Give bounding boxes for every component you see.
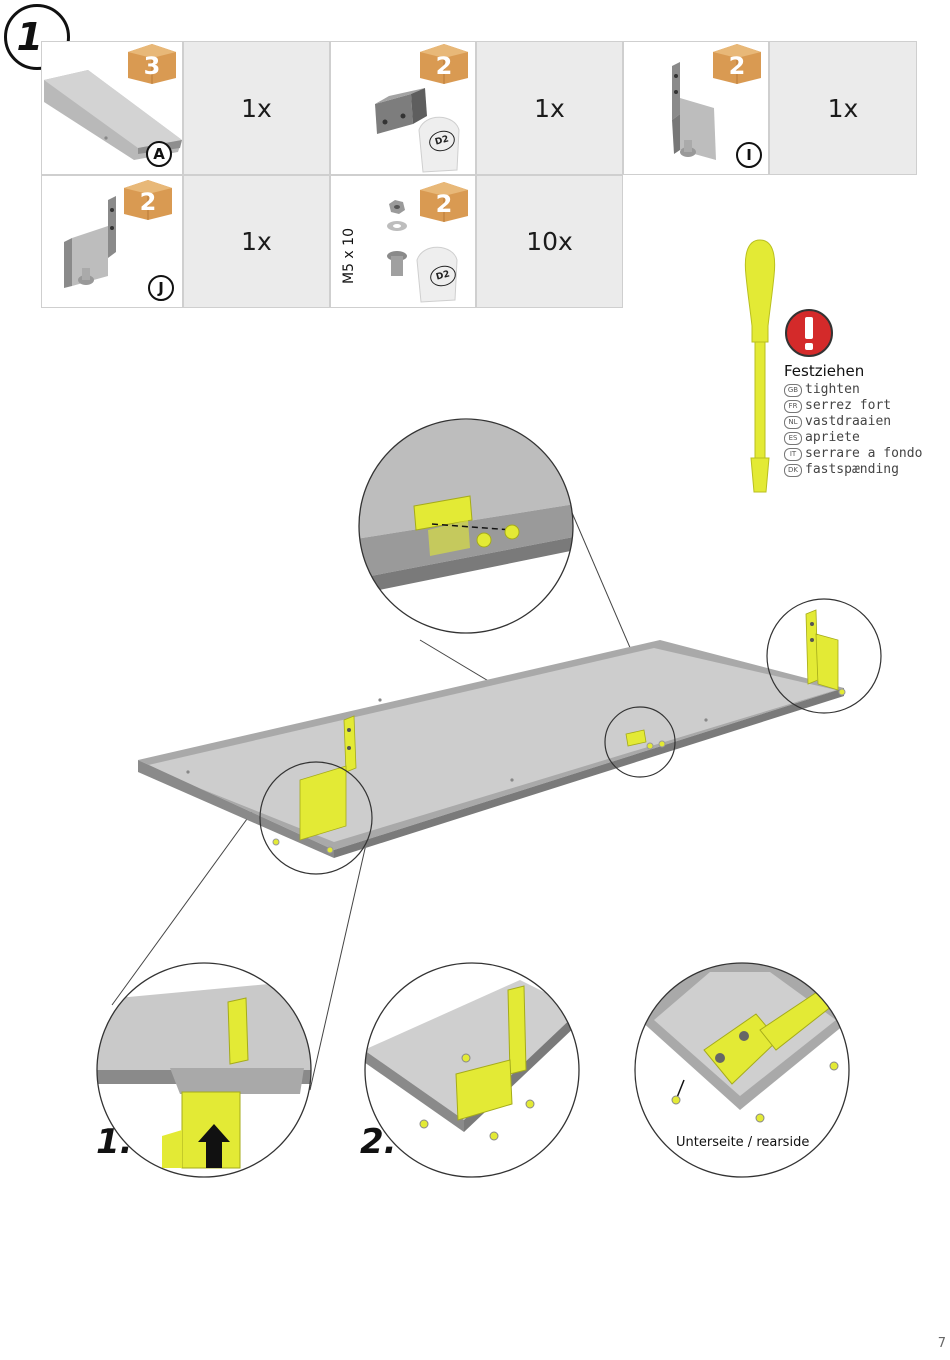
lang-text: fastspænding: [805, 462, 899, 477]
box-icon: 2: [416, 40, 472, 90]
lang-code: DK: [784, 464, 802, 477]
bracket-i-icon: [672, 62, 716, 160]
bracket-d2-part: [625, 729, 666, 750]
callout-circle: [604, 706, 676, 778]
box-icon: 2: [709, 40, 765, 90]
callout-circle: [259, 761, 373, 875]
warning-title: Festziehen: [784, 362, 865, 380]
part-i-qty: 1x: [769, 41, 917, 175]
zoom-detail-step2: [365, 963, 579, 1177]
warning-icon: [785, 309, 833, 357]
lang-text: tighten: [805, 382, 860, 397]
substep-2-number: 2.: [360, 1122, 397, 1162]
box-count: 2: [139, 188, 157, 216]
box-count: 2: [435, 190, 453, 218]
part-letter-j: J: [148, 275, 174, 301]
box-icon: 2: [416, 178, 472, 228]
bracket-icon: [375, 88, 460, 173]
part-screw-image-cell: D2 M5 x 10: [330, 175, 476, 308]
zoom-detail-d2: [359, 419, 573, 633]
part-a-qty: 1x: [183, 41, 330, 175]
substep-1-number: 1.: [96, 1122, 133, 1162]
part-screw-qty: 10x: [476, 175, 623, 308]
box-icon: 3: [124, 40, 180, 90]
box-count: 2: [435, 52, 453, 80]
lang-code: FR: [784, 400, 802, 413]
box-count: 3: [143, 52, 161, 80]
callout-circle: [766, 598, 882, 714]
lang-text: apriete: [805, 430, 860, 445]
lang-code: GB: [784, 384, 802, 397]
lang-text: vastdraaien: [805, 414, 892, 429]
lang-text: serrare a fondo: [805, 446, 923, 461]
step-number-badge: 1.: [4, 4, 70, 70]
bracket-i-part: [805, 609, 846, 696]
part-d2-qty: 1x: [476, 41, 623, 175]
zoom-detail-rearside: [635, 963, 849, 1177]
box-count: 2: [728, 52, 746, 80]
zoom-detail-step1: [97, 963, 311, 1177]
part-letter-a: A: [146, 141, 172, 167]
bracket-j-icon: [64, 196, 116, 288]
screw-nut-icon: [387, 200, 458, 303]
part-letter-i: I: [736, 142, 762, 168]
lang-code: NL: [784, 416, 802, 429]
rearside-label: Unterseite / rearside: [676, 1135, 810, 1150]
lang-code: IT: [784, 448, 802, 461]
screwdriver-icon: [744, 239, 776, 493]
part-j-qty: 1x: [183, 175, 330, 308]
lang-text: serrez fort: [805, 398, 892, 413]
box-icon: 2: [120, 176, 176, 226]
shelf-panel: [138, 640, 844, 858]
page-number: 7: [937, 1336, 946, 1351]
bracket-j-part: [272, 715, 357, 854]
lang-code: ES: [784, 432, 802, 445]
